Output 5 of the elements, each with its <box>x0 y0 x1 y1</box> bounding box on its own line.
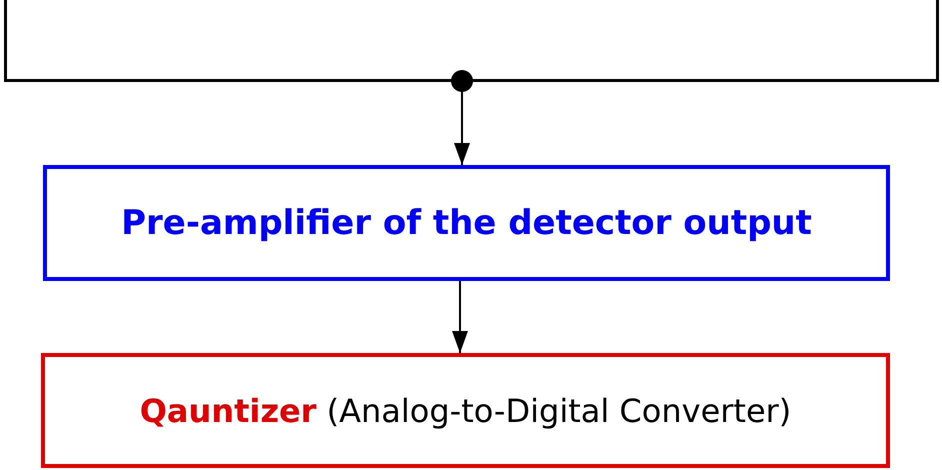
process-box <box>41 353 890 468</box>
box-label: Qauntizer (Analog-to-Digital Converter) <box>140 392 792 430</box>
open-frame <box>4 0 939 82</box>
process-box <box>43 165 890 281</box>
box-label: Pre-amplifier of the detector output <box>121 203 812 243</box>
